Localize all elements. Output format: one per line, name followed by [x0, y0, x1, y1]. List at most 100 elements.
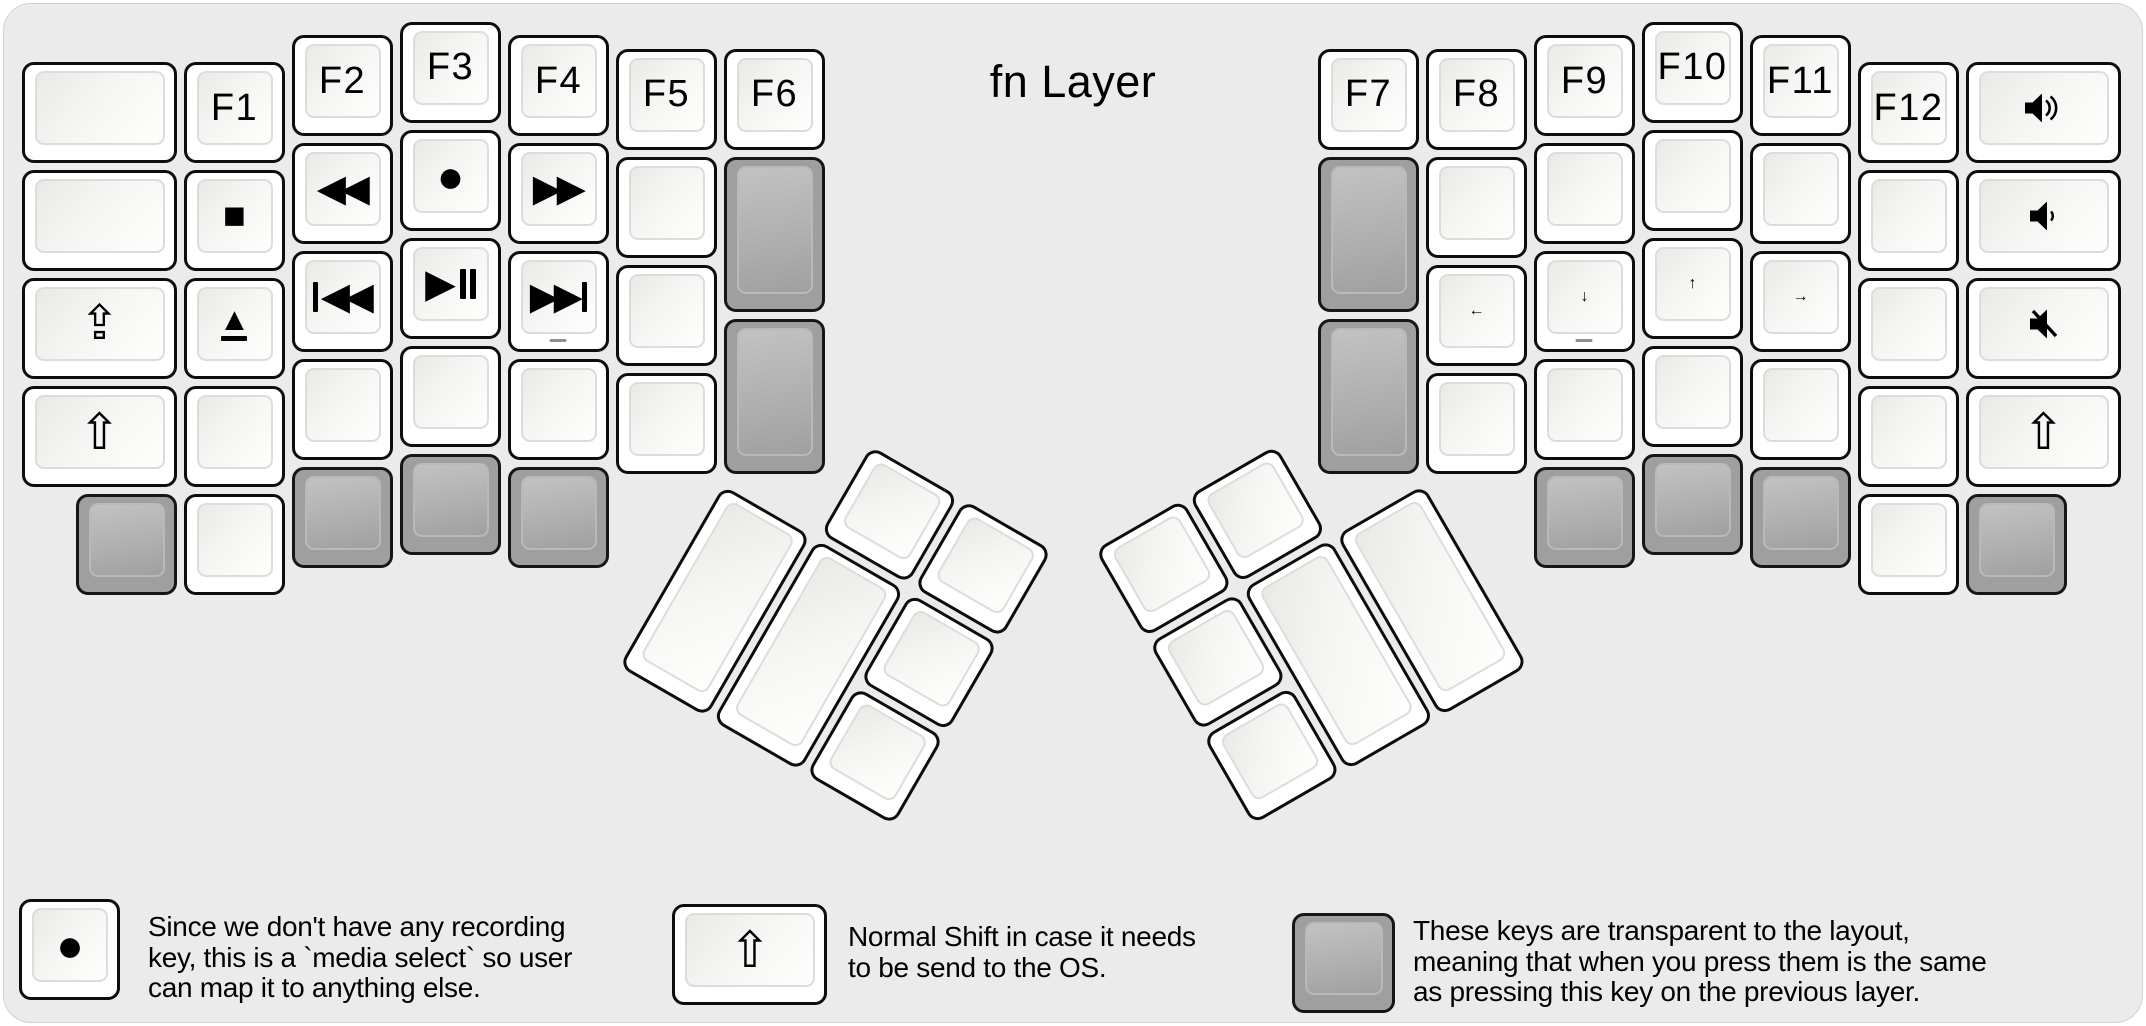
keytop: F7 — [1330, 57, 1407, 132]
keytop — [1654, 138, 1731, 213]
key-f3[interactable]: F3 — [399, 21, 501, 123]
keytop: ▶▶ — [520, 152, 597, 226]
keytop: F8 — [1438, 57, 1515, 132]
key-label: F6 — [750, 73, 799, 115]
key-transparent[interactable] — [1749, 467, 1851, 568]
keytop — [196, 503, 273, 577]
key-blank[interactable] — [615, 156, 717, 258]
key-transparent[interactable] — [1317, 156, 1419, 312]
key-transparent[interactable] — [723, 156, 825, 312]
key-volume-mute[interactable] — [1965, 278, 2121, 379]
key-blank[interactable] — [183, 494, 285, 595]
key-label: F12 — [1873, 86, 1944, 129]
legend-key-shift[interactable]: ⇧ — [672, 904, 827, 1005]
fast-forward-icon: ▶▶ — [533, 170, 586, 208]
rewind-triangles: ◀◀ — [316, 168, 370, 210]
prev-triangles: ◀◀ — [320, 276, 374, 318]
key-eject[interactable]: ▲ — [183, 278, 285, 379]
key-transparent[interactable] — [723, 318, 825, 474]
key-volume-down[interactable] — [1965, 170, 2121, 271]
legend-key-record[interactable]: ● — [19, 899, 120, 1000]
key-rewind[interactable]: ◀◀ — [291, 143, 393, 244]
key-shift-lock[interactable]: ⇪ — [21, 278, 177, 379]
keytop — [1762, 368, 1839, 442]
key-blank[interactable] — [1425, 156, 1527, 258]
key-f12[interactable]: F12 — [1857, 62, 1959, 163]
key-blank[interactable] — [1533, 143, 1635, 244]
key-blank[interactable] — [507, 359, 609, 460]
key-arrow-up[interactable]: ↑ — [1641, 237, 1743, 339]
keytop — [304, 368, 381, 442]
key-f9[interactable]: F9 — [1533, 35, 1635, 136]
keytop — [1217, 700, 1321, 803]
arrow-left-icon: ← — [1468, 301, 1485, 319]
key-arrow-down[interactable]: ↓ — [1533, 251, 1635, 352]
key-blank[interactable] — [1641, 129, 1743, 231]
play-pause-icon: ▶ — [425, 264, 476, 304]
key-blank[interactable] — [21, 62, 177, 163]
key-blank[interactable] — [1857, 170, 1959, 271]
volume-down-icon — [2027, 199, 2061, 233]
key-blank[interactable] — [1641, 345, 1743, 447]
key-f1[interactable]: F1 — [183, 62, 285, 163]
key-transparent[interactable] — [291, 467, 393, 568]
key-label: F8 — [1452, 73, 1501, 115]
homing-bar — [549, 338, 567, 342]
key-record[interactable]: ● — [399, 129, 501, 231]
key-transparent[interactable] — [1533, 467, 1635, 568]
key-f2[interactable]: F2 — [291, 35, 393, 136]
key-blank[interactable] — [21, 170, 177, 271]
key-blank[interactable] — [1749, 143, 1851, 244]
legend-text-3: These keys are transparent to the layout… — [1413, 915, 1987, 1008]
key-blank[interactable] — [615, 264, 717, 366]
key-transparent[interactable] — [1641, 453, 1743, 555]
key-stop[interactable]: ■ — [183, 170, 285, 271]
key-arrow-right[interactable]: → — [1749, 251, 1851, 352]
key-blank[interactable] — [1857, 278, 1959, 379]
keytop: F9 — [1546, 44, 1623, 118]
keytop: F2 — [304, 44, 381, 118]
keytop — [736, 327, 813, 456]
key-f10[interactable]: F10 — [1641, 21, 1743, 123]
key-f6[interactable]: F6 — [723, 48, 825, 150]
key-transparent[interactable] — [75, 494, 177, 595]
keytop: ⇧ — [685, 913, 815, 987]
key-blank[interactable] — [1857, 386, 1959, 487]
key-transparent[interactable] — [399, 453, 501, 555]
key-f5[interactable]: F5 — [615, 48, 717, 150]
keytop — [1870, 287, 1947, 361]
key-play-pause[interactable]: ▶ — [399, 237, 501, 339]
key-blank[interactable] — [1749, 359, 1851, 460]
key-f7[interactable]: F7 — [1317, 48, 1419, 150]
key-volume-up[interactable] — [1965, 62, 2121, 163]
key-prev-track[interactable]: ◀◀ — [291, 251, 393, 352]
key-blank[interactable] — [1425, 372, 1527, 474]
key-blank[interactable] — [1857, 494, 1959, 595]
key-blank[interactable] — [399, 345, 501, 447]
key-blank[interactable] — [615, 372, 717, 474]
key-next-track[interactable]: ▶▶ — [507, 251, 609, 352]
key-f4[interactable]: F4 — [507, 35, 609, 136]
keytop — [412, 462, 489, 537]
key-blank[interactable] — [1533, 359, 1635, 460]
key-arrow-left[interactable]: ← — [1425, 264, 1527, 366]
keytop: ▶▶ — [520, 260, 597, 334]
key-blank[interactable] — [291, 359, 393, 460]
keytop: ▲ — [196, 287, 273, 361]
key-shift-right[interactable]: ⇧ — [1965, 386, 2121, 487]
key-shift-left[interactable]: ⇧ — [21, 386, 177, 487]
legend-key-transparent[interactable] — [1292, 913, 1395, 1013]
keytop: ▶ — [412, 246, 489, 321]
key-transparent[interactable] — [1317, 318, 1419, 474]
keytop — [1762, 152, 1839, 226]
keytop — [1203, 459, 1307, 562]
key-transparent[interactable] — [1965, 494, 2067, 595]
key-transparent[interactable] — [507, 467, 609, 568]
arrow-down-icon: ↓ — [1580, 288, 1589, 305]
key-f11[interactable]: F11 — [1749, 35, 1851, 136]
key-f8[interactable]: F8 — [1425, 48, 1527, 150]
key-blank[interactable] — [183, 386, 285, 487]
key-fast-forward[interactable]: ▶▶ — [507, 143, 609, 244]
key-label: F9 — [1560, 59, 1609, 102]
